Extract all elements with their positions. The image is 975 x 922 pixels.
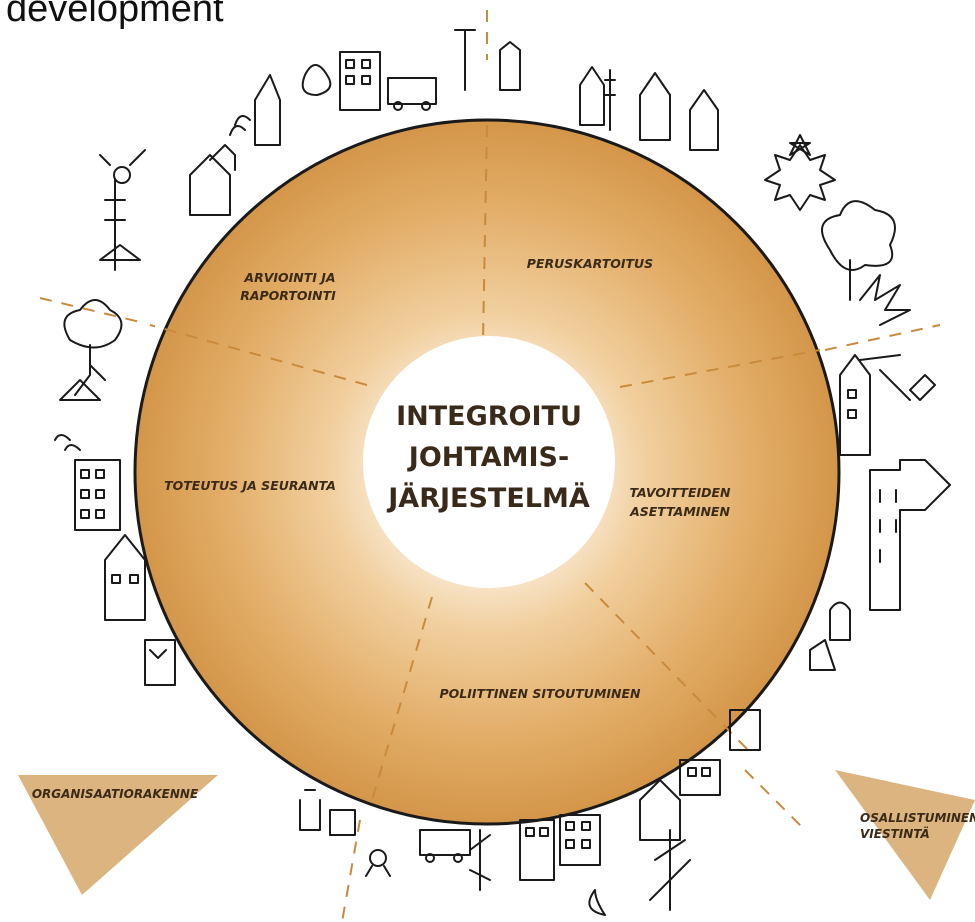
building-sketch-right: [809, 354, 951, 671]
segment-poliittinen: POLIITTINEN SITOUTUMINEN: [439, 686, 641, 701]
segment-peruskartoitus: PERUSKARTOITUS: [527, 256, 653, 271]
center-line-1: INTEGROITU: [396, 401, 582, 432]
building-sketch-top: [301, 29, 521, 111]
triangle-left-label: ORGANISAATIORAKENNE: [32, 787, 199, 801]
segment-arviointi-line-2: RAPORTOINTI: [240, 288, 336, 303]
building-sketch-bottom-right: [469, 709, 761, 916]
segment-arviointi-line-1: ARVIOINTI JA: [243, 270, 335, 285]
segment-dividers: [149, 124, 821, 801]
center-line-2: JOHTAMIS-: [407, 442, 569, 473]
triangle-right-line-2: VIESTINTÄ: [860, 826, 930, 841]
triangle-left: [18, 775, 218, 895]
tree-sketch-left: [63, 74, 281, 396]
sun-sketch: [764, 144, 836, 211]
triangle-right-line-1: OSALLISTUMINEN: [860, 811, 975, 825]
segment-tavoitteiden-line-1: TAVOITTEIDEN: [629, 485, 731, 500]
building-sketch-left: [54, 379, 176, 686]
segment-toteutus: TOTEUTUS JA SEURANTA: [164, 478, 336, 493]
town-doodles: [54, 29, 951, 916]
triangle-right: [835, 770, 975, 900]
outer-divider-lines: [39, 10, 941, 922]
segment-tavoitteiden-line-2: ASETTAMINEN: [629, 504, 730, 519]
building-sketch-top-right: [579, 66, 811, 156]
center-line-3: JÄRJESTELMÄ: [386, 482, 590, 514]
center-disc: [363, 336, 615, 588]
tree-sketch-right: [821, 200, 911, 326]
building-sketch-bottom-left: [299, 789, 471, 877]
header-title: development: [6, 0, 224, 30]
